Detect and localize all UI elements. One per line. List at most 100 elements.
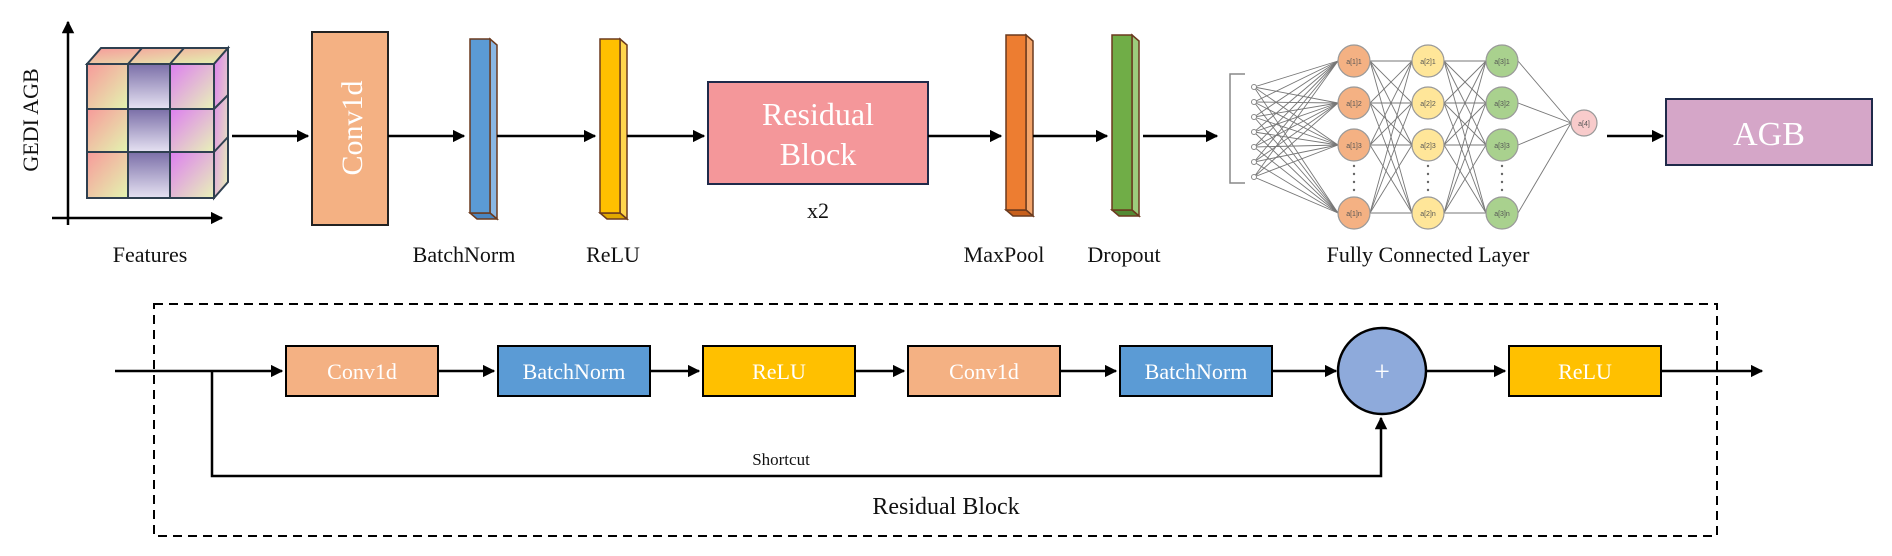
fc-hidden-node [1485, 196, 1519, 230]
shortcut-path [210, 371, 1388, 478]
fc-edge [1253, 144, 1339, 148]
fc-hidden-node [1337, 44, 1371, 78]
fc-output-label: a[4] [1578, 121, 1590, 128]
fc-edge [1253, 60, 1339, 133]
final-relu-label: ReLU [1558, 359, 1612, 384]
fc-edge [1253, 60, 1339, 178]
conv1d-layer: Conv1d [311, 31, 389, 226]
dropout-layer [1109, 33, 1142, 218]
residual-step-conv: Conv1d [907, 345, 1061, 397]
residual-step-batchnorm: BatchNorm [497, 345, 651, 397]
batchnorm-label: BatchNorm [413, 242, 516, 267]
ellipsis-dot [1426, 172, 1430, 176]
residual-label-line1: Residual [762, 96, 874, 132]
maxpool-label: MaxPool [964, 242, 1045, 267]
fc-input-node [1251, 159, 1257, 165]
input-features: GEDI AGB Features [18, 20, 231, 267]
fc-label: Fully Connected Layer [1327, 242, 1531, 267]
fc-edge [1369, 60, 1413, 104]
fc-node-label: a[3]2 [1494, 101, 1510, 108]
fc-hidden-node [1411, 128, 1445, 162]
y-axis-label: GEDI AGB [18, 68, 43, 171]
fc-edge [1253, 131, 1339, 146]
fc-edge [1253, 86, 1339, 104]
ellipsis-dot [1500, 180, 1504, 184]
fc-edge [1369, 102, 1413, 214]
ellipsis-dot [1426, 164, 1430, 168]
fc-edge [1253, 176, 1339, 214]
fc-hidden-node [1337, 128, 1371, 162]
fc-edge [1253, 144, 1339, 163]
fc-edge [1443, 60, 1487, 104]
fc-input-node [1251, 114, 1257, 120]
ellipsis-dot [1352, 164, 1356, 168]
ellipsis-dot [1352, 188, 1356, 192]
fc-hidden-node [1485, 128, 1519, 162]
fc-node-label: a[1]1 [1346, 59, 1362, 66]
shortcut-label: Shortcut [752, 450, 810, 469]
fc-edge [1253, 60, 1339, 163]
fc-edge [1517, 122, 1572, 146]
fc-node-label: a[2]1 [1420, 59, 1436, 66]
fc-edge [1443, 102, 1487, 214]
plus-icon: + [1374, 357, 1390, 388]
fully-connected-network: a[1]1a[1]2a[1]3a[1]na[2]1a[2]2a[2]3a[2]n… [1229, 44, 1598, 230]
fc-edge [1253, 102, 1339, 133]
fc-edge [1369, 102, 1413, 146]
relu-label: ReLU [586, 242, 640, 267]
fc-edge [1253, 60, 1339, 148]
residual-step-label: ReLU [752, 359, 806, 384]
residual-detail-title: Residual Block [872, 494, 1019, 520]
agb-label: AGB [1733, 116, 1805, 153]
residual-block-layer: Residual Block [707, 81, 929, 185]
residual-repeat-label: x2 [807, 198, 829, 223]
residual-final-relu: ReLU [1508, 345, 1662, 397]
x-axis-label: Features [113, 242, 188, 267]
residual-label-line2: Block [780, 136, 856, 172]
fc-edge [1443, 60, 1487, 146]
fc-edge [1369, 60, 1413, 214]
residual-step-label: BatchNorm [1145, 359, 1248, 384]
fc-edge [1443, 144, 1487, 214]
fc-edge [1517, 102, 1572, 124]
residual-step-relu: ReLU [702, 345, 856, 397]
fc-hidden-node [1485, 86, 1519, 120]
fc-node-label: a[3]1 [1494, 59, 1510, 66]
fc-input-node [1251, 174, 1257, 180]
fc-edge [1253, 101, 1339, 146]
fc-hidden-node [1337, 86, 1371, 120]
fc-edge [1253, 60, 1339, 118]
fc-edge [1517, 60, 1572, 124]
ellipsis-dot [1352, 180, 1356, 184]
relu-layer [597, 37, 630, 221]
fc-edge [1253, 144, 1339, 178]
feature-cube-icon [84, 45, 231, 201]
fc-node-label: a[3]3 [1494, 143, 1510, 150]
residual-detail-frame [153, 303, 1718, 537]
fc-hidden-node [1485, 44, 1519, 78]
fc-edge [1253, 102, 1339, 118]
maxpool-layer [1003, 33, 1036, 218]
ellipsis-dot [1500, 172, 1504, 176]
fc-node-label: a[2]n [1420, 211, 1436, 218]
residual-step-conv: Conv1d [285, 345, 439, 397]
fc-node-label: a[3]n [1494, 211, 1510, 218]
residual-step-batchnorm: BatchNorm [1119, 345, 1273, 397]
fc-hidden-node [1411, 44, 1445, 78]
fc-edge [1253, 60, 1339, 103]
fc-edge [1253, 102, 1339, 148]
fc-edge [1253, 161, 1339, 214]
fc-edge [1253, 116, 1339, 146]
fc-input-node [1251, 84, 1257, 90]
agb-output: AGB [1665, 98, 1873, 166]
fc-edge [1443, 102, 1487, 146]
fc-hidden-node [1411, 86, 1445, 120]
fc-node-label: a[1]3 [1346, 143, 1362, 150]
ellipsis-dot [1500, 188, 1504, 192]
dropout-label: Dropout [1087, 242, 1160, 267]
fc-edge [1253, 101, 1339, 104]
fc-edge [1369, 60, 1413, 146]
ellipsis-dot [1426, 180, 1430, 184]
conv1d-label: Conv1d [336, 80, 369, 175]
